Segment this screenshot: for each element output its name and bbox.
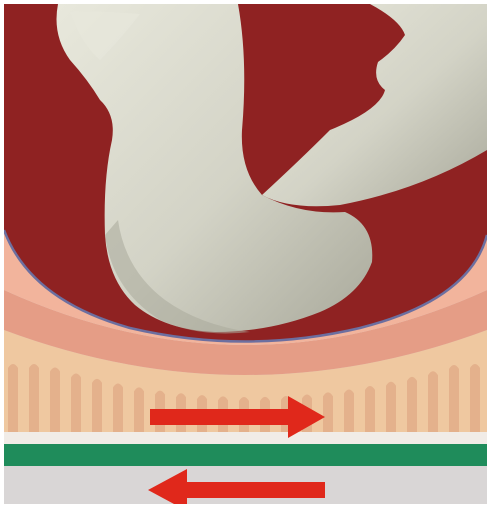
ridge-tooth — [134, 387, 144, 432]
ridge-tooth — [92, 379, 102, 432]
ridge-tooth — [470, 364, 480, 432]
ridge-tooth — [8, 364, 18, 432]
ridge-tooth — [386, 382, 396, 432]
ridge-tooth — [50, 368, 60, 432]
ridge-tooth — [29, 364, 39, 432]
ridge-tooth — [113, 383, 123, 432]
ground-line — [4, 444, 487, 466]
ridge-tooth — [449, 365, 459, 432]
ridge-tooth — [71, 374, 81, 432]
ridge-tooth — [365, 386, 375, 432]
ridge-tooth — [407, 377, 417, 432]
ridge-tooth — [428, 371, 438, 432]
ridge-tooth — [344, 390, 354, 432]
ridge-tooth — [323, 392, 333, 432]
